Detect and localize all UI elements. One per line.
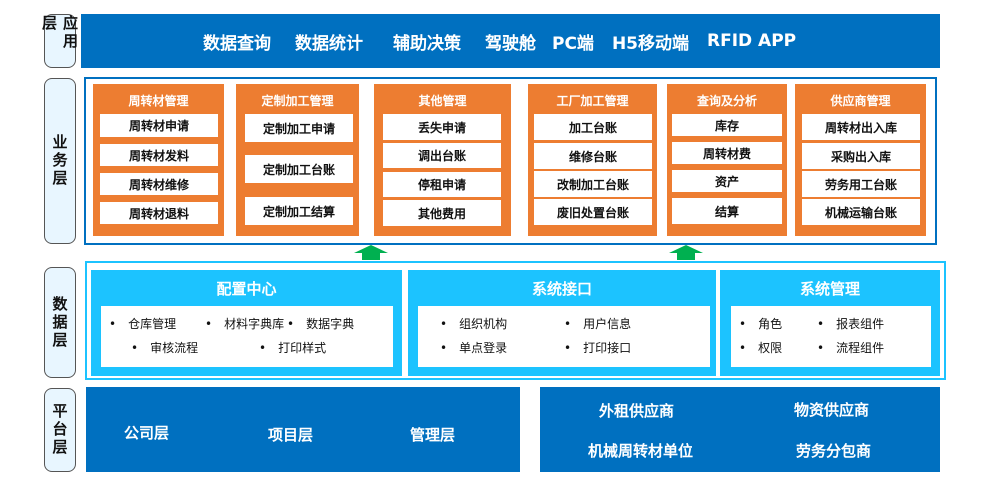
platform-internal: 公司层 项目层 管理层 bbox=[86, 387, 520, 472]
module-item: 定制加工申请 bbox=[245, 114, 353, 142]
section-title: 系统接口 bbox=[531, 280, 592, 298]
module-item: 周转材费 bbox=[672, 142, 782, 164]
module-item: 定制加工结算 bbox=[245, 197, 353, 225]
platform-external: 外租供应商 物资供应商 机械周转材单位 劳务分包商 bbox=[540, 387, 940, 472]
platform-item: 机械周转材单位 bbox=[588, 442, 694, 460]
platform-item: 管理层 bbox=[410, 426, 456, 444]
app-item: 驾驶舱 bbox=[485, 33, 536, 54]
module-title: 供应商管理 bbox=[830, 94, 891, 108]
module-title: 工厂加工管理 bbox=[556, 94, 629, 108]
module-item: 机械运输台账 bbox=[802, 199, 920, 225]
platform-item: 劳务分包商 bbox=[796, 442, 872, 460]
app-item: 辅助决策 bbox=[393, 33, 461, 54]
module-item: 劳务用工台账 bbox=[802, 171, 920, 197]
business-module: 供应商管理周转材出入库采购出入库劳务用工台账机械运输台账 bbox=[795, 84, 926, 236]
module-item: 周转材维修 bbox=[100, 173, 218, 195]
module-item: 定制加工台账 bbox=[245, 155, 353, 183]
module-item: 周转材申请 bbox=[100, 114, 218, 137]
business-module: 周转材管理周转材申请周转材发料周转材维修周转材退料 bbox=[93, 84, 224, 236]
business-layer-frame bbox=[84, 77, 937, 245]
app-item: RFID APP bbox=[707, 31, 797, 51]
module-item: 调出台账 bbox=[383, 143, 501, 168]
app-item: 数据查询 bbox=[203, 33, 271, 54]
list-item: 流程组件 bbox=[817, 339, 884, 356]
list-item: 材料字典库 bbox=[205, 315, 284, 332]
module-title: 查询及分析 bbox=[696, 94, 757, 108]
list-item: 用户信息 bbox=[564, 315, 631, 332]
platform-item: 外租供应商 bbox=[599, 402, 675, 420]
business-module: 其他管理丢失申请调出台账停租申请其他费用 bbox=[374, 84, 511, 236]
list-item: 打印样式 bbox=[259, 339, 326, 356]
layer-label-business: 业务层 bbox=[44, 78, 76, 244]
module-item: 周转材发料 bbox=[100, 144, 218, 166]
module-item: 改制加工台账 bbox=[534, 171, 652, 197]
module-item: 结算 bbox=[672, 198, 782, 224]
app-layer-bar: 数据查询 数据统计 辅助决策 驾驶舱 PC端 H5移动端 RFID APP bbox=[81, 14, 940, 68]
config-items-panel: 仓库管理 材料字典库 数据字典 审核流程 打印样式 bbox=[101, 306, 393, 367]
layer-label-app: 应用层 bbox=[40, 14, 79, 68]
module-title: 其他管理 bbox=[418, 94, 467, 108]
list-item: 单点登录 bbox=[440, 339, 507, 356]
module-item: 周转材出入库 bbox=[802, 114, 920, 140]
list-item: 仓库管理 bbox=[109, 315, 176, 332]
list-item: 数据字典 bbox=[287, 315, 354, 332]
module-item: 库存 bbox=[672, 114, 782, 136]
platform-item: 物资供应商 bbox=[794, 401, 870, 419]
list-item: 审核流程 bbox=[131, 339, 198, 356]
list-item: 报表组件 bbox=[817, 315, 884, 332]
section-title: 系统管理 bbox=[799, 280, 860, 298]
module-item: 加工台账 bbox=[534, 114, 652, 140]
section-title: 配置中心 bbox=[216, 280, 277, 298]
system-items-panel: 角色 报表组件 权限 流程组件 bbox=[731, 306, 931, 367]
module-item: 周转材退料 bbox=[100, 202, 218, 224]
data-layer-frame bbox=[85, 261, 946, 380]
module-item: 维修台账 bbox=[534, 143, 652, 169]
business-module: 定制加工管理定制加工申请定制加工台账定制加工结算 bbox=[236, 84, 359, 236]
app-item: H5移动端 bbox=[611, 33, 689, 54]
business-module: 查询及分析库存周转材费资产结算 bbox=[667, 84, 787, 236]
module-item: 资产 bbox=[672, 170, 782, 192]
app-item: 数据统计 bbox=[295, 33, 363, 54]
layer-label-platform: 平台层 bbox=[44, 388, 76, 472]
platform-item: 公司层 bbox=[124, 424, 170, 442]
module-item: 其他费用 bbox=[383, 200, 501, 226]
module-title: 周转材管理 bbox=[128, 94, 189, 108]
module-item: 废旧处置台账 bbox=[534, 199, 652, 225]
business-module: 工厂加工管理加工台账维修台账改制加工台账废旧处置台账 bbox=[528, 84, 657, 236]
module-title: 定制加工管理 bbox=[261, 94, 334, 108]
module-item: 停租申请 bbox=[383, 172, 501, 197]
list-item: 角色 bbox=[739, 315, 782, 332]
interface-items-panel: 组织机构 用户信息 单点登录 打印接口 bbox=[418, 306, 710, 367]
list-item: 打印接口 bbox=[564, 339, 631, 356]
platform-item: 项目层 bbox=[268, 426, 314, 444]
app-item: PC端 bbox=[552, 33, 594, 54]
module-item: 采购出入库 bbox=[802, 143, 920, 169]
module-item: 丢失申请 bbox=[383, 114, 501, 140]
layer-label-data: 数据层 bbox=[44, 267, 76, 378]
list-item: 组织机构 bbox=[440, 315, 507, 332]
list-item: 权限 bbox=[739, 339, 782, 356]
